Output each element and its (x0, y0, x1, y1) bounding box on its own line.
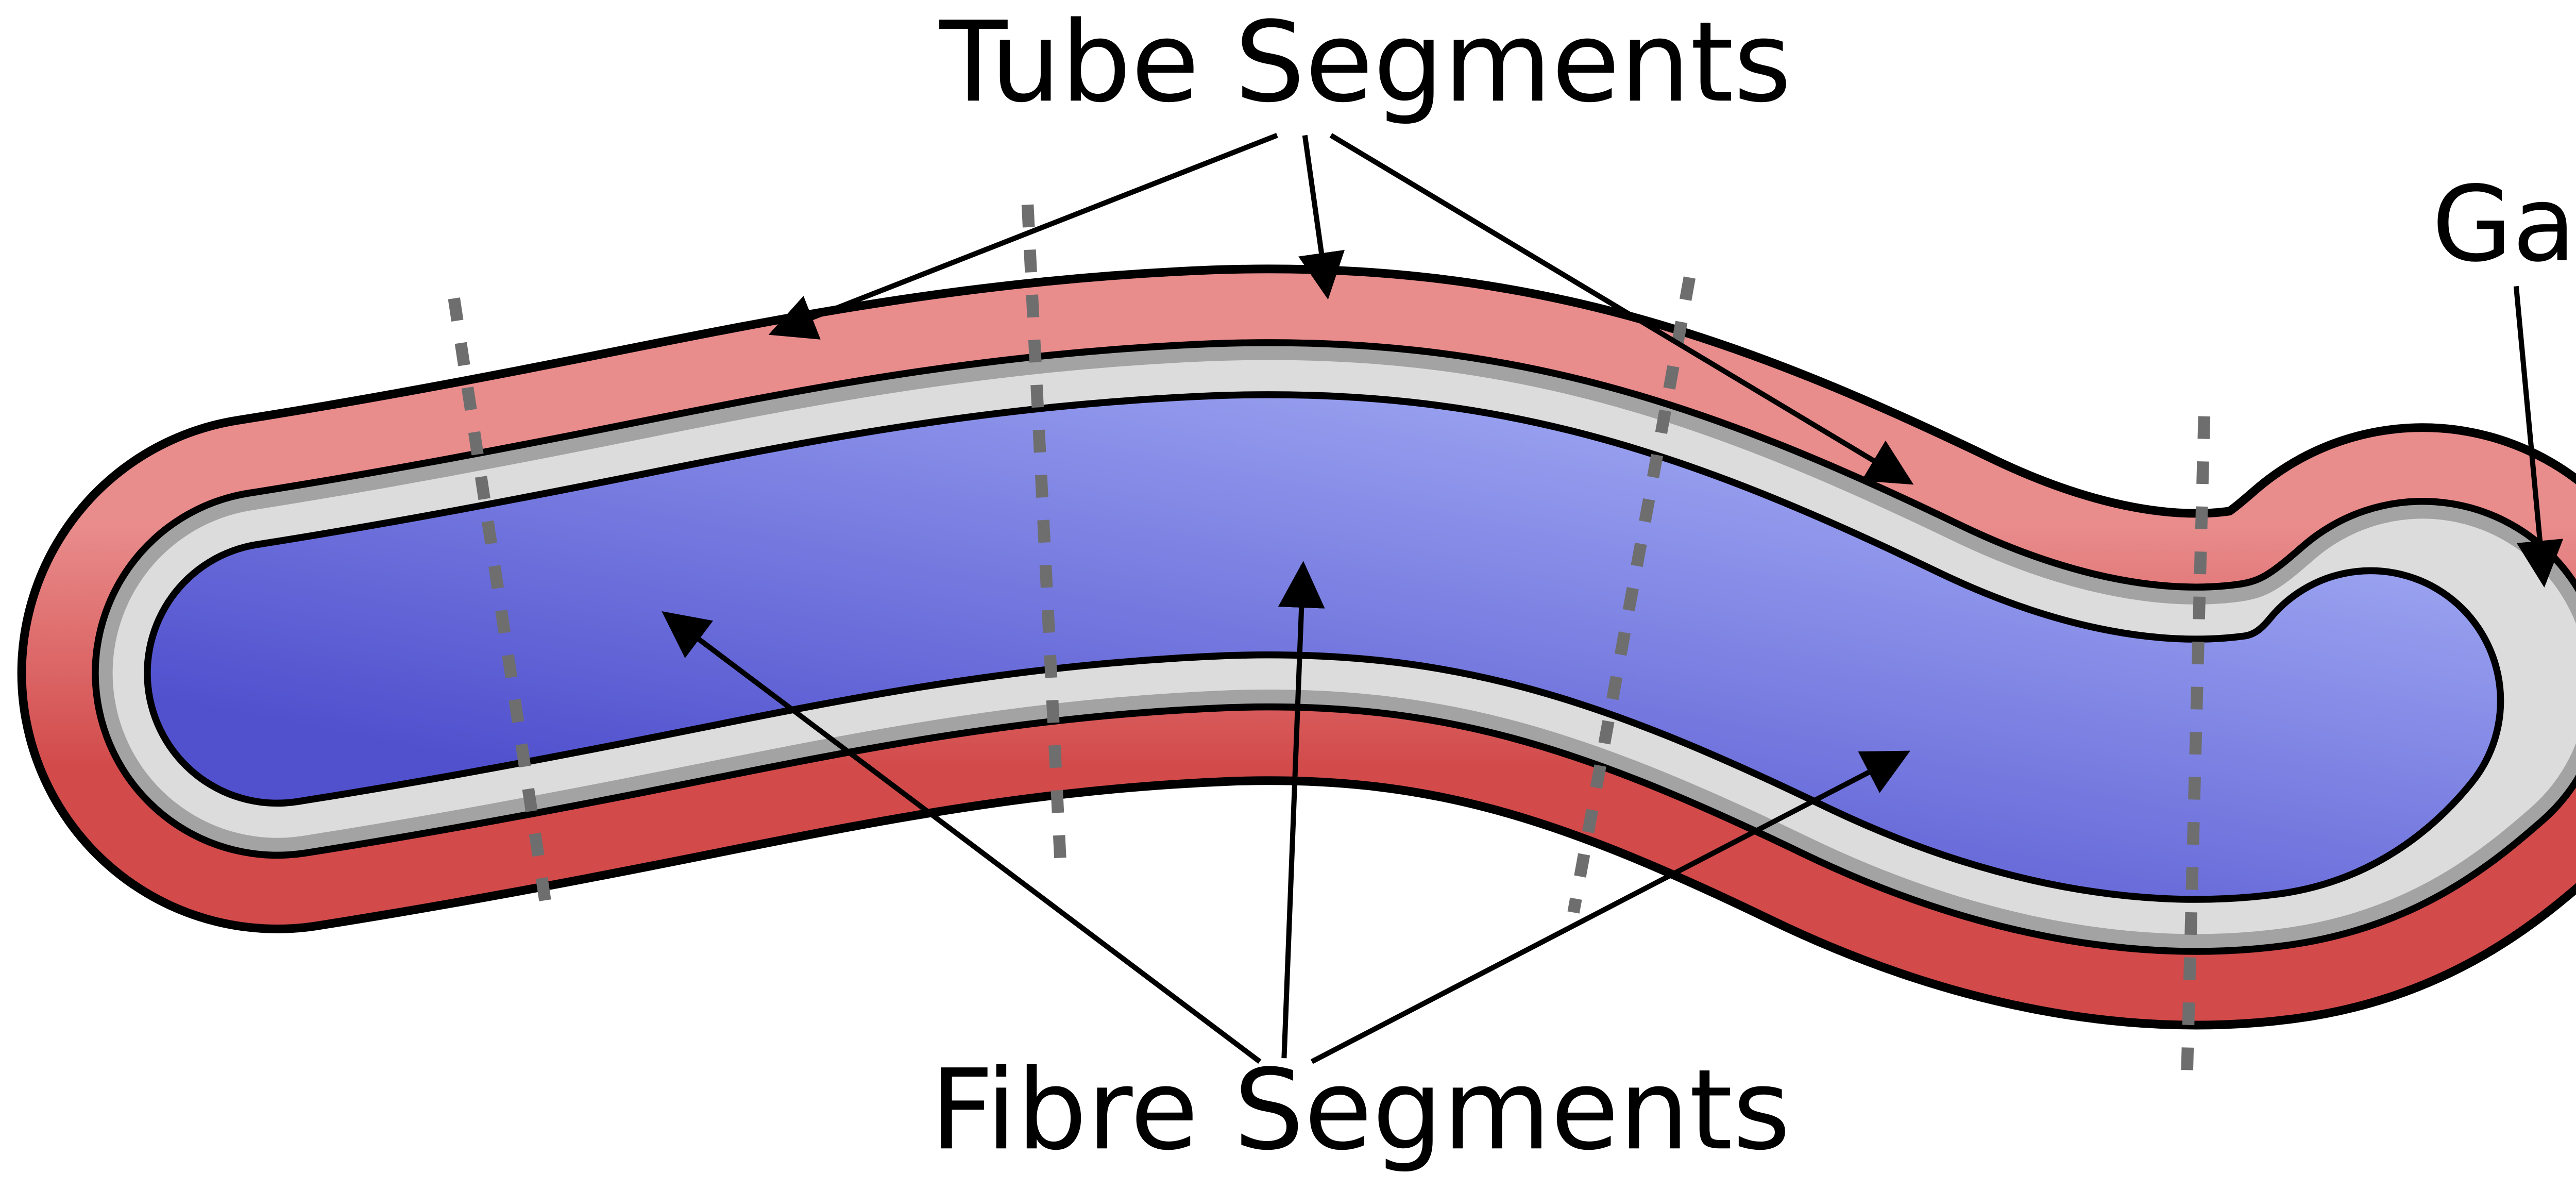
tube-segments-arrow-left (768, 132, 1278, 340)
segment-divider-2 (1021, 204, 1067, 864)
segment-divider-4 (2180, 416, 2211, 1079)
tube-segments-label: Tube Segments (939, 0, 1791, 127)
gap-arrow (2513, 286, 2564, 588)
fibre-segments-label: Fibre Segments (930, 1045, 1790, 1175)
fibre-segments-arrow-right (1310, 750, 1910, 1064)
tube-segments-arrow-middle (1298, 135, 1345, 300)
fibre-segments-arrow-middle (1278, 561, 1325, 1059)
segment-divider-3 (1567, 276, 1696, 914)
tube-segments-arrow-right (1329, 133, 1914, 485)
fibre-segments-arrow-left (662, 611, 1262, 1064)
gap-label: Gap (2432, 164, 2576, 285)
segment-divider-1 (448, 297, 552, 907)
fibre-segment-body (150, 398, 2497, 896)
